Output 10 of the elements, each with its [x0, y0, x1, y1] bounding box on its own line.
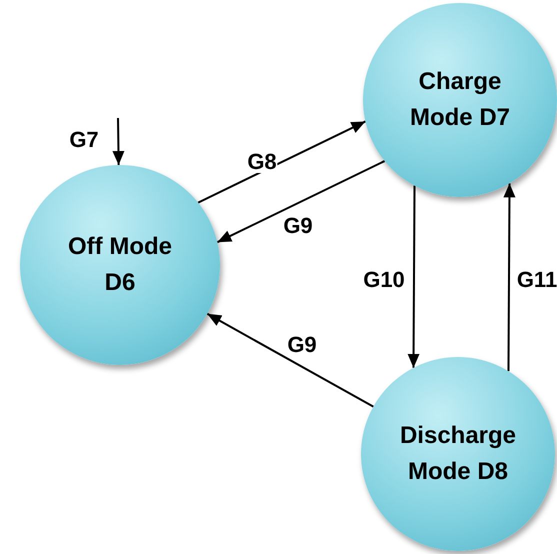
state-label: Charge Mode D7 [408, 67, 511, 133]
state-label: Off Mode D6 [67, 232, 173, 298]
edge-label: G8 [246, 151, 278, 173]
arrow [206, 312, 374, 408]
arrow [503, 183, 516, 372]
state-label: Discharge Mode D8 [398, 421, 518, 487]
arrow [408, 186, 420, 368]
arrow [112, 118, 124, 166]
arrow [198, 120, 366, 204]
arrow [216, 160, 386, 244]
